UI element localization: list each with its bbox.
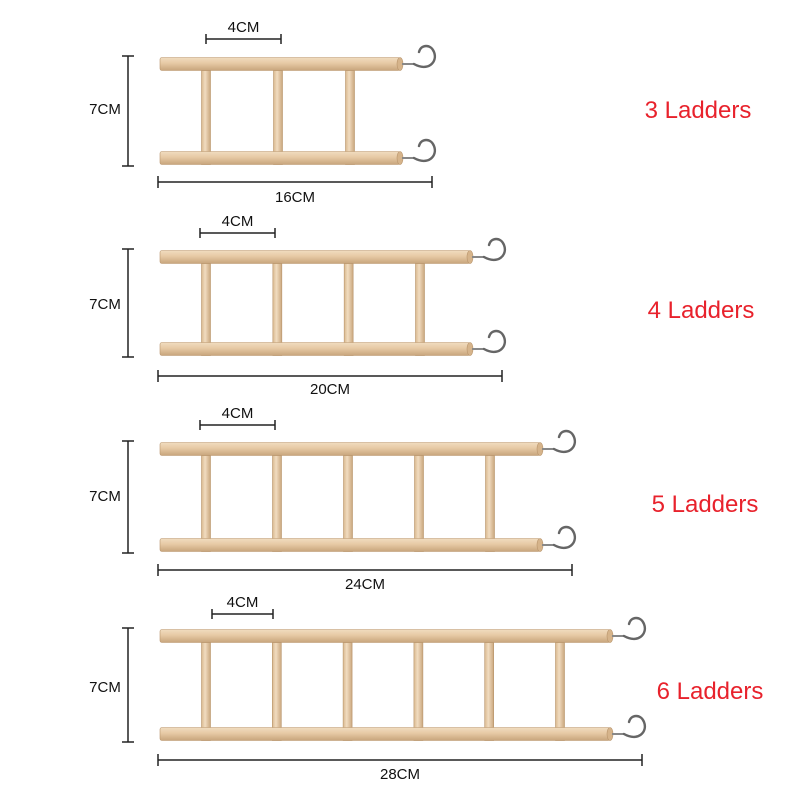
ladder-rung [201, 455, 211, 552]
ladder-group: 4CM 7CM 28CM 6 Ladders [89, 594, 763, 783]
ladder-rung [345, 70, 355, 165]
spacing-label: 4CM [228, 19, 260, 36]
height-label: 7CM [89, 679, 121, 696]
ladder-rung [271, 642, 282, 741]
ladder-rung [272, 263, 283, 356]
ladder-rung [485, 455, 495, 552]
hook-icon [542, 429, 577, 454]
hook-curve [412, 44, 437, 69]
ladder-rail [159, 442, 541, 456]
height-label: 7CM [89, 296, 121, 313]
ladder-rung [343, 263, 354, 356]
spacing-label: 4CM [222, 405, 254, 422]
ladder-rung [201, 70, 211, 165]
ladder-rail [159, 250, 471, 264]
ladder-group: 4CM 7CM 20CM 4 Ladders [89, 213, 754, 398]
ladder-rung [415, 263, 425, 356]
length-label: 24CM [345, 576, 385, 593]
ladder-rung [484, 642, 495, 741]
ladder-rung [273, 70, 283, 165]
ladder-rung [413, 642, 424, 741]
hook-icon [472, 237, 507, 262]
ladder-rung [343, 455, 353, 552]
ladder-rail [159, 342, 471, 356]
hook-curve [552, 429, 577, 454]
ladder-rail [159, 538, 541, 552]
ladder-rail [159, 629, 611, 643]
hook-icon [612, 714, 647, 739]
ladder-rung [414, 455, 424, 552]
variant-label: 3 Ladders [645, 97, 752, 124]
ladder-rail [159, 727, 611, 741]
ladder-rung [272, 455, 282, 552]
length-label: 16CM [275, 189, 315, 206]
ladder-rung [201, 642, 211, 741]
ladder-rung [555, 642, 565, 741]
spacing-label: 4CM [222, 213, 254, 230]
hook-icon [542, 525, 577, 550]
ladder-rung [342, 642, 353, 741]
ladder-rail [159, 151, 401, 165]
length-label: 28CM [380, 766, 420, 783]
variant-label: 6 Ladders [657, 678, 764, 705]
variant-label: 4 Ladders [648, 297, 755, 324]
hook-icon [402, 44, 437, 69]
ladder-rung [201, 263, 211, 356]
ladder-group: 4CM 7CM 16CM 3 Ladders [89, 19, 751, 206]
hook-icon [612, 616, 647, 641]
hook-curve [412, 138, 437, 163]
spacing-label: 4CM [227, 594, 259, 611]
height-label: 7CM [89, 101, 121, 118]
hook-icon [402, 138, 437, 163]
ladder-rail [159, 57, 401, 71]
hook-curve [482, 329, 507, 354]
variant-label: 5 Ladders [652, 491, 759, 518]
height-label: 7CM [89, 488, 121, 505]
ladder-group: 4CM 7CM 24CM 5 Ladders [89, 405, 758, 593]
length-label: 20CM [310, 381, 350, 398]
hook-curve [482, 237, 507, 262]
hook-curve [622, 714, 647, 739]
hook-icon [472, 329, 507, 354]
hook-curve [552, 525, 577, 550]
hook-curve [622, 616, 647, 641]
